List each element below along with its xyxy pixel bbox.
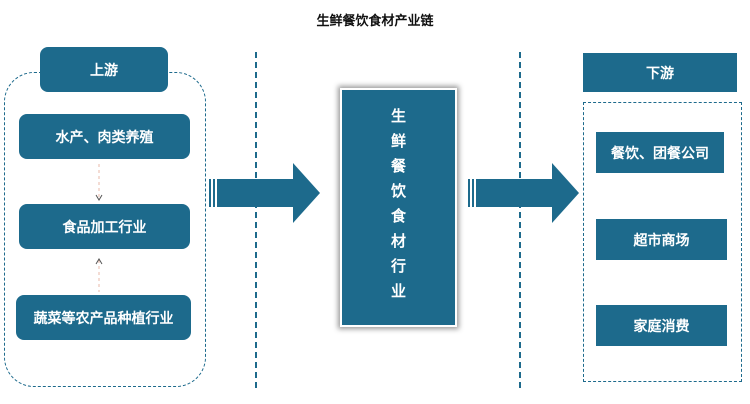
upstream-header: 上游 [40,47,168,92]
divider-left [255,52,257,388]
downstream-group [583,102,742,382]
center-industry-label: 生鲜餐饮食材行业 [389,107,407,308]
downstream-item-household: 家庭消费 [596,305,727,346]
center-industry-box: 生鲜餐饮食材行业 [340,88,457,327]
flow-arrow-right-icon [468,163,579,223]
downstream-header: 下游 [583,53,737,92]
divider-right [519,52,521,388]
upstream-item-food-processing: 食品加工行业 [19,204,190,249]
arrow-head-up-icon [95,258,103,265]
downstream-item-supermarket: 超市商场 [596,219,727,260]
upstream-connector-arrows [95,164,103,292]
upstream-item-agriculture: 蔬菜等农产品种植行业 [16,295,191,340]
flow-arrow-right-icon [209,163,320,223]
downstream-item-catering: 餐饮、团餐公司 [596,132,724,173]
diagram-title: 生鲜餐饮食材产业链 [316,14,434,29]
upstream-item-aquaculture: 水产、肉类养殖 [19,114,190,159]
arrow-head-down-icon [95,194,103,201]
